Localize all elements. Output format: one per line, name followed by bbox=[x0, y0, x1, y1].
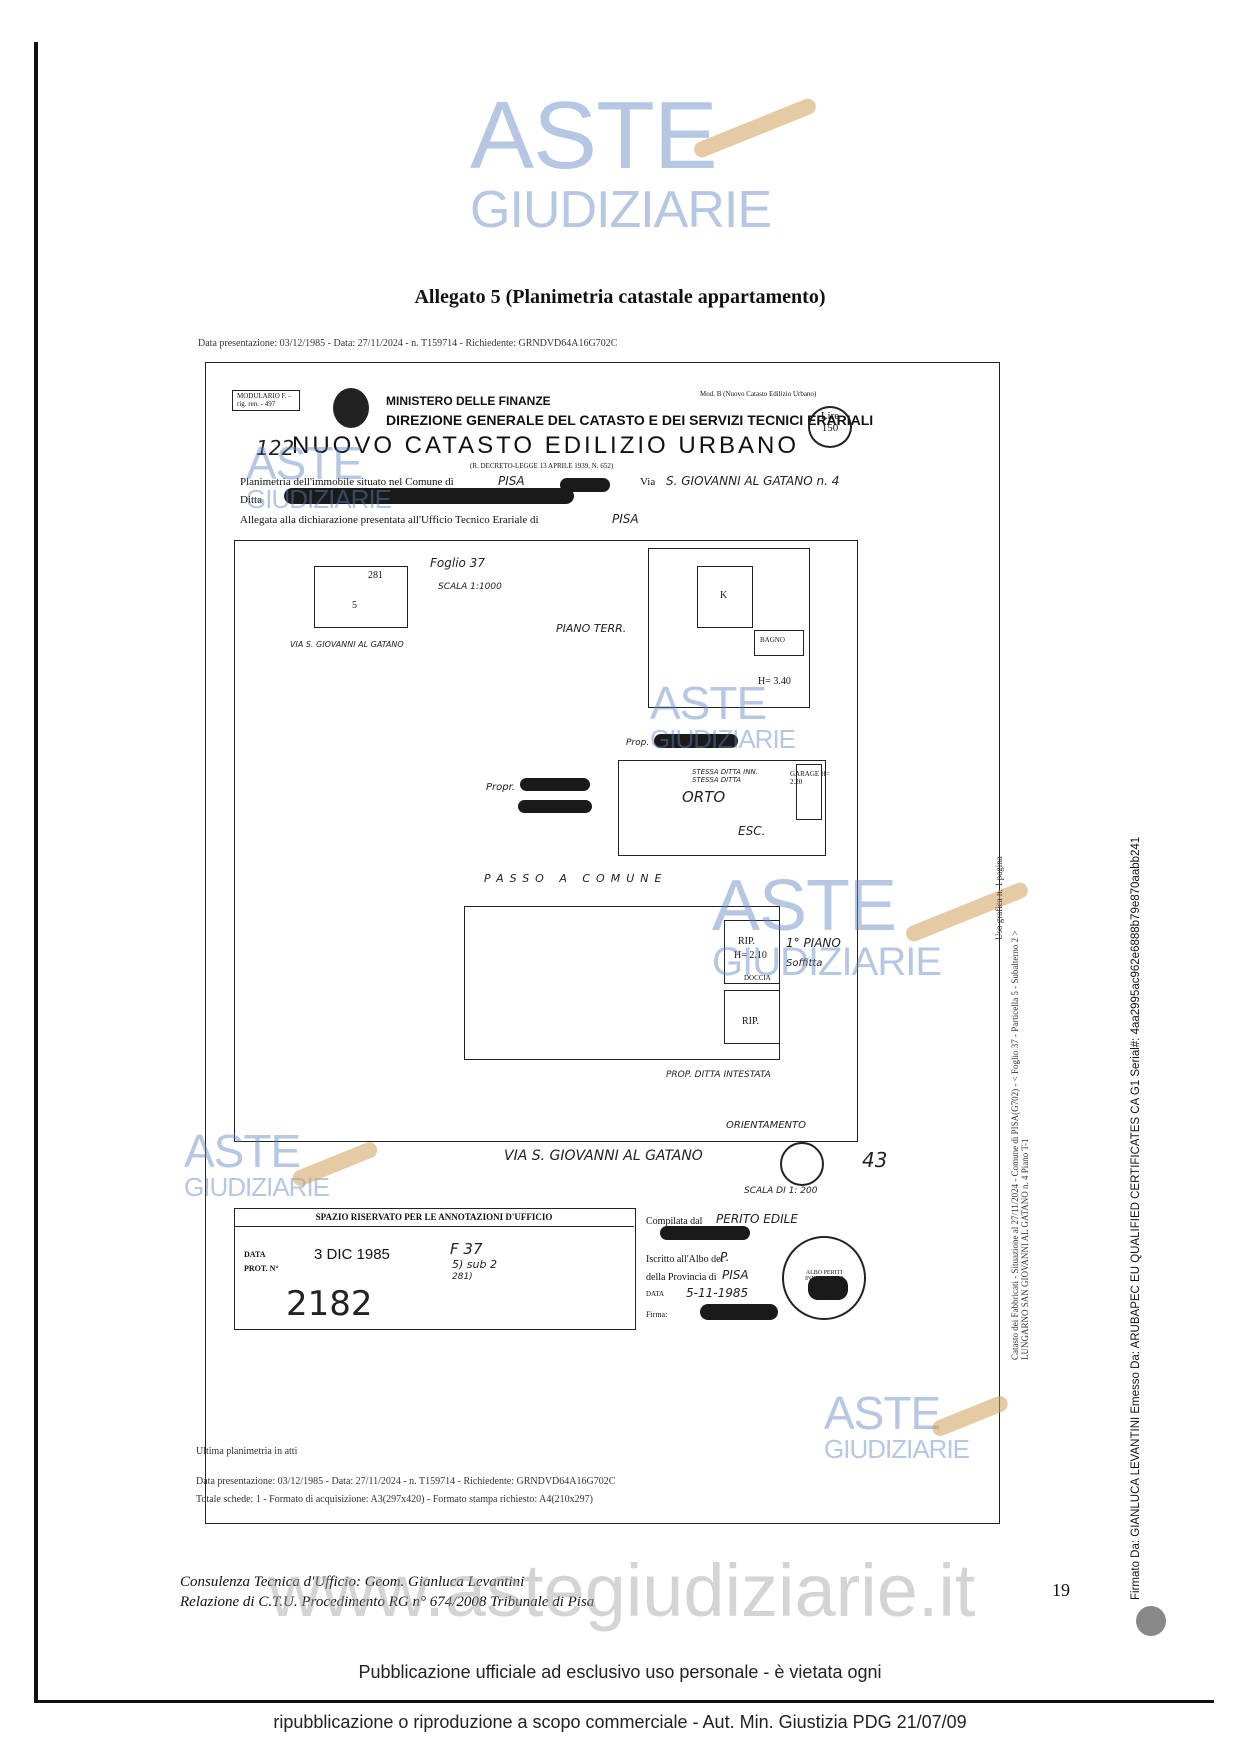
compass-icon bbox=[780, 1142, 824, 1186]
comune-value: PISA bbox=[498, 474, 525, 488]
piano-terr: PIANO TERR. bbox=[556, 622, 627, 635]
publication-line-1: Pubblicazione ufficiale ad esclusivo uso… bbox=[358, 1662, 882, 1682]
page-mark: 43 bbox=[862, 1148, 888, 1172]
watermark-top: ASTE GIUDIZIARIE bbox=[470, 82, 772, 239]
primo-piano: 1° PIANO bbox=[786, 936, 841, 950]
footer-consulenza: Consulenza Tecnica d'Ufficio: Geom. Gian… bbox=[180, 1574, 525, 1590]
seal-icon bbox=[1136, 1606, 1166, 1636]
date-signed: 5-11-1985 bbox=[686, 1286, 749, 1300]
height-first: H= 2.10 bbox=[734, 950, 767, 961]
scala-top: SCALA 1:1000 bbox=[438, 582, 502, 592]
watermark-site: www.astegiudiziarie.it bbox=[268, 1549, 976, 1632]
footer-relazione: Relazione di C.T.U. Procedimento RG n° 6… bbox=[180, 1594, 595, 1610]
height-ground: H= 3.40 bbox=[758, 676, 791, 687]
foglio: Foglio 37 bbox=[430, 556, 485, 570]
watermark-lower-right: ASTE GIUDIZIARIE bbox=[824, 1387, 970, 1464]
watermark-form: ASTE GIUDIZIARIE bbox=[246, 437, 392, 514]
mappa-281: 281 bbox=[368, 570, 383, 581]
scala-bottom: SCALA DI 1: 200 bbox=[744, 1186, 818, 1196]
catasto-title: NUOVO CATASTO EDILIZIO URBANO bbox=[292, 432, 800, 459]
note-s: 5) sub 2 bbox=[452, 1258, 497, 1271]
prop-label: Prop. bbox=[626, 738, 650, 748]
doccia: DOCCIA bbox=[744, 974, 771, 982]
office-date: 3 DIC 1985 bbox=[314, 1246, 390, 1263]
mod-b: Mod. B (Nuovo Catasto Edilizio Urbano) bbox=[700, 390, 817, 398]
lire-stamp: Lire 150 bbox=[808, 406, 852, 448]
redaction bbox=[518, 800, 592, 813]
orto-label: ORTO bbox=[682, 788, 726, 806]
room-k bbox=[697, 566, 753, 628]
signature-redaction bbox=[700, 1304, 778, 1320]
ministry-name: MINISTERO DELLE FINANZE bbox=[386, 394, 551, 408]
redaction bbox=[660, 1226, 750, 1240]
room-rip bbox=[724, 920, 780, 984]
passo-comune: PASSO A COMUNE bbox=[484, 872, 668, 885]
redaction bbox=[654, 734, 738, 748]
ufficio-value: PISA bbox=[612, 512, 639, 526]
planimetria-label: Planimetria dell'immobile situato nel Co… bbox=[240, 476, 454, 488]
orientamento: ORIENTAMENTO bbox=[726, 1120, 807, 1131]
redaction bbox=[520, 778, 590, 791]
direction-name: DIREZIONE GENERALE DEL CATASTO E DEI SER… bbox=[386, 412, 874, 428]
prop-ditta: PROP. DITTA INTESTATA bbox=[666, 1070, 771, 1080]
side-catasto: Catasto dei Fabbricati - Situazione al 2… bbox=[1010, 930, 1030, 1361]
meta-bottom-2: Totale schede: 1 - Formato di acquisizio… bbox=[196, 1494, 593, 1505]
model-box: MODULARIO F. - rig. ren. - 497 bbox=[232, 390, 300, 411]
soffitta: Soffitta bbox=[786, 958, 823, 969]
ultima-planimetria: Ultima planimetria in atti bbox=[196, 1446, 298, 1457]
via-bottom: VIA S. GIOVANNI AL GATANO bbox=[504, 1148, 703, 1164]
esc-label: ESC. bbox=[738, 824, 766, 838]
form-number: 122 bbox=[256, 436, 295, 460]
mappa-via: VIA S. GIOVANNI AL GATANO bbox=[290, 640, 404, 649]
perito: PERITO EDILE bbox=[716, 1212, 798, 1226]
meta-top: Data presentazione: 03/12/1985 - Data: 2… bbox=[198, 338, 618, 349]
via-label: Via bbox=[640, 476, 656, 488]
page-left-border bbox=[34, 42, 38, 1702]
mappa-inset bbox=[314, 566, 408, 628]
watermark-plan: ASTE GIUDIZIARIE bbox=[650, 677, 796, 754]
page-number: 19 bbox=[1052, 1580, 1070, 1600]
note-f: F 37 bbox=[450, 1240, 483, 1258]
allegata-label: Allegata alla dichiarazione presentata a… bbox=[240, 514, 539, 526]
redaction bbox=[808, 1276, 848, 1300]
digital-signature: Firmato Da: GIANLUCA LEVANTINI Emesso Da… bbox=[1130, 836, 1142, 1600]
side-catasto-right: Uso grafica n. 1 pagina bbox=[994, 856, 1004, 940]
room-rip-2 bbox=[724, 990, 780, 1044]
propr-label: Propr. bbox=[486, 782, 515, 793]
watermark-left: ASTE GIUDIZIARIE bbox=[184, 1125, 330, 1202]
note-281: 281) bbox=[452, 1272, 473, 1282]
protocol-number: 2182 bbox=[286, 1284, 373, 1324]
office-annotations bbox=[234, 1208, 636, 1330]
cadastral-form bbox=[205, 362, 1000, 1524]
office-header: SPAZIO RISERVATO PER LE ANNOTAZIONI D'UF… bbox=[234, 1212, 634, 1227]
orto-area bbox=[618, 760, 826, 856]
mappa-5: 5 bbox=[352, 600, 357, 611]
meta-bottom-1: Data presentazione: 03/12/1985 - Data: 2… bbox=[196, 1476, 616, 1487]
stessa-ditta: STESSA DITTA INN. STESSA DITTA bbox=[692, 768, 758, 784]
watermark-middle: ASTE GIUDIZIARIE bbox=[712, 866, 942, 984]
redaction bbox=[284, 488, 574, 504]
page-bottom-border bbox=[34, 1700, 1214, 1703]
redaction bbox=[560, 478, 610, 492]
garage bbox=[796, 764, 822, 820]
page-heading: Allegato 5 (Planimetria catastale appart… bbox=[414, 286, 826, 308]
emblem-icon bbox=[333, 388, 369, 428]
floor-plan bbox=[234, 540, 858, 1142]
ditta-label: Ditta bbox=[240, 494, 262, 506]
decree: (R. DECRETO-LEGGE 13 APRILE 1939, N. 652… bbox=[470, 462, 614, 470]
bathroom bbox=[754, 630, 804, 656]
publication-line-2: ripubblicazione o riproduzione a scopo c… bbox=[273, 1712, 967, 1732]
via-value: S. GIOVANNI AL GATANO n. 4 bbox=[666, 474, 840, 488]
